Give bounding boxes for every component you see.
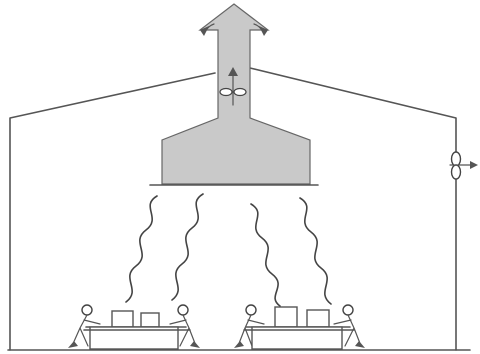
building-outline bbox=[7, 67, 471, 351]
fume-plume-1 bbox=[125, 195, 158, 303]
workstation-left bbox=[83, 310, 191, 350]
fume-plume-4 bbox=[299, 197, 332, 305]
equipment-box bbox=[111, 310, 134, 328]
workbench bbox=[89, 326, 179, 350]
workstation-right bbox=[243, 306, 355, 350]
workbench bbox=[251, 326, 343, 350]
fume-plume-2 bbox=[171, 193, 204, 301]
wall-fan-icon bbox=[449, 151, 478, 180]
worker-figure bbox=[68, 304, 101, 348]
equipment-box bbox=[274, 306, 298, 328]
equipment-box bbox=[306, 309, 330, 328]
worker-figure bbox=[234, 304, 265, 348]
fume-plumes bbox=[125, 193, 332, 307]
worker-figure bbox=[169, 304, 200, 348]
fume-plume-3 bbox=[250, 203, 281, 307]
exhaust-outflow-arrows bbox=[200, 23, 268, 36]
equipment-box bbox=[140, 312, 160, 328]
exhaust-hood bbox=[149, 3, 319, 186]
duct-fan-icon bbox=[219, 67, 247, 106]
worker-figure bbox=[333, 304, 365, 348]
